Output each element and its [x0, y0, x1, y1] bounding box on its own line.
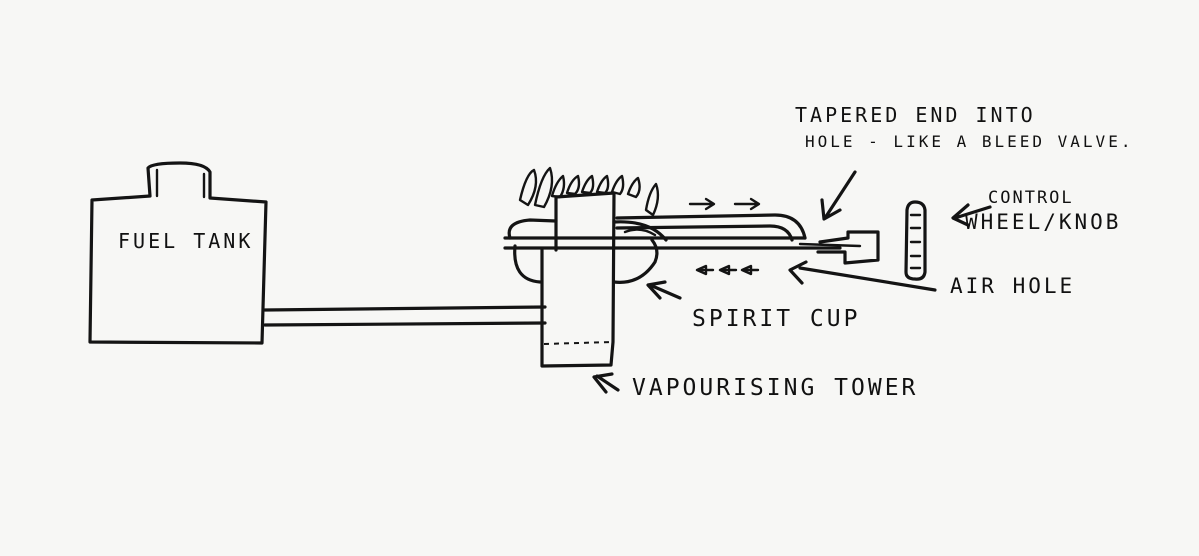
flames — [518, 166, 660, 217]
leader-arrows — [592, 170, 992, 394]
control-label-line1: CONTROL — [988, 188, 1074, 208]
fuel-pipe — [263, 305, 547, 327]
fuel-tank-label: FUEL TANK — [118, 229, 254, 253]
flow-arrows — [688, 197, 761, 276]
spirit-cup — [507, 218, 668, 284]
control-knob — [904, 200, 927, 281]
vapourising-tower-label: VAPOURISING TOWER — [632, 375, 919, 401]
spirit-cup-label: SPIRIT CUP — [692, 306, 861, 332]
burner-tubes — [503, 213, 880, 265]
tapered-end-label-line2: HOLE - LIKE A BLEED VALVE. — [805, 132, 1134, 151]
tapered-end-label-line1: TAPERED END INTO — [795, 103, 1036, 127]
fuel-tank — [88, 161, 268, 345]
air-hole-label: AIR HOLE — [950, 274, 1076, 298]
control-label-line2: WHEEL/KNOB — [965, 210, 1122, 234]
vapourising-tower — [540, 191, 616, 368]
